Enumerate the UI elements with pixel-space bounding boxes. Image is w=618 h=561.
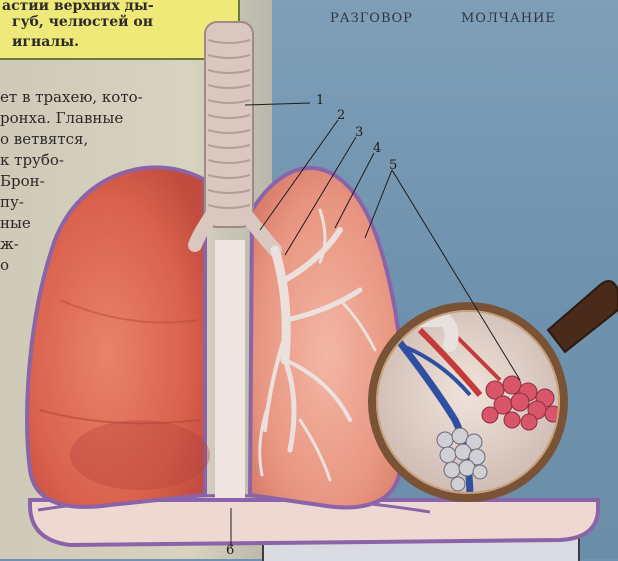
trachea	[205, 22, 253, 227]
magnifier-handle	[548, 281, 618, 352]
mediastinum	[215, 240, 245, 498]
magnifier	[372, 281, 618, 500]
label-5: 5	[389, 158, 397, 173]
label-2: 2	[337, 108, 345, 123]
leader-5a	[365, 170, 392, 238]
label-6: 6	[226, 543, 234, 558]
leader-1	[245, 103, 310, 105]
label-3: 3	[355, 125, 363, 140]
left-lung-shadow	[70, 420, 210, 490]
label-1: 1	[316, 93, 324, 108]
pleura-membrane	[30, 500, 598, 545]
label-4: 4	[373, 141, 381, 156]
right-lung	[250, 168, 404, 507]
